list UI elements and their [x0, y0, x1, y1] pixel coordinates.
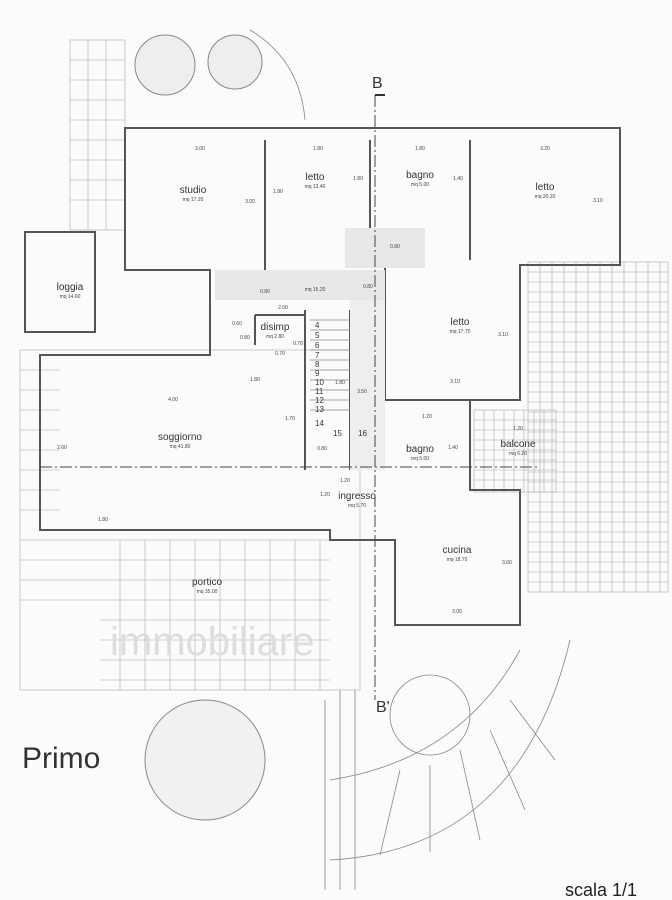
- step-label: 16: [358, 429, 367, 438]
- room-name: loggia: [57, 282, 84, 293]
- section-mark-bottom: B': [376, 699, 390, 716]
- dimension-label: 1.20: [340, 478, 350, 484]
- step-label: 10: [315, 378, 324, 387]
- dimension-label: 1.80: [273, 189, 283, 195]
- step-label: 14: [315, 419, 324, 428]
- dimension-label: 1.70: [285, 416, 295, 422]
- room-area: mq 20.20: [535, 194, 556, 200]
- dimension-label: 3.00: [452, 609, 462, 615]
- room-name: balcone: [500, 439, 535, 450]
- room-area: mq 5.00: [411, 182, 429, 188]
- dimension-label: 1.80: [335, 380, 345, 386]
- section-line: B B': [40, 75, 540, 716]
- dimension-label: 0.80: [390, 244, 400, 250]
- dimension-label: 1.80: [250, 377, 260, 383]
- room-name: cucina: [443, 545, 472, 556]
- step-label: 9: [315, 369, 320, 378]
- dimension-label: 0.80: [363, 284, 373, 290]
- dimension-label: 1.80: [98, 517, 108, 523]
- dimension-label: 1.20: [422, 414, 432, 420]
- trees: [134, 29, 306, 821]
- room-name: portico: [192, 577, 222, 588]
- room-area: mq 5.70: [348, 503, 366, 509]
- tiled-walkway: [19, 39, 361, 691]
- room-area: mq 41.80: [170, 444, 191, 450]
- step-label: 13: [315, 405, 324, 414]
- dimension-label: 3.00: [245, 199, 255, 205]
- room-area: mq 13.40: [305, 184, 326, 190]
- step-label: 6: [315, 341, 320, 350]
- dimension-label: 1.40: [448, 445, 458, 451]
- dimension-label: 3.10: [498, 332, 508, 338]
- section-mark-top: B: [372, 75, 383, 92]
- terrace-tiles: [473, 261, 669, 593]
- stair: [310, 319, 350, 411]
- dimension-label: 3.00: [502, 560, 512, 566]
- dimension-label: 1.20: [320, 492, 330, 498]
- step-label: 7: [315, 351, 320, 360]
- walls: [24, 127, 621, 626]
- dimension-label: 0.80: [260, 289, 270, 295]
- dimension-labels: 3.00 1.80 1.80 3.20 3.00 1.80 1.80 1.40 …: [57, 146, 603, 615]
- room-name: soggiorno: [158, 432, 202, 443]
- dimension-label: 3.10: [593, 198, 603, 204]
- step-label: 4: [315, 321, 320, 330]
- room-labels: studio mq 17.20 letto mq 13.40 bagno mq …: [57, 170, 556, 595]
- step-label: 5: [315, 331, 320, 340]
- room-area: mq 17.20: [183, 197, 204, 203]
- room-name: letto: [536, 182, 555, 193]
- room-name: ingresso: [338, 491, 376, 502]
- dimension-label: 3.10: [450, 379, 460, 385]
- scale-label: scala 1/1: [565, 880, 637, 900]
- spiral-staircase: [324, 639, 571, 890]
- dimension-label: 3.50: [357, 389, 367, 395]
- floor-title: Primo: [22, 742, 100, 775]
- room-area: mq 2.80: [266, 334, 284, 340]
- stair-numbers: 4 5 6 7 8 9 10 11 12 13 14 15 16: [315, 321, 367, 438]
- dimension-label: 4.00: [168, 397, 178, 403]
- room-name: letto: [306, 172, 325, 183]
- step-label: 12: [315, 396, 324, 405]
- room-name: letto: [451, 317, 470, 328]
- room-area: mq 15.20: [305, 287, 326, 293]
- step-label: 15: [333, 429, 342, 438]
- dimension-label: 1.80: [415, 146, 425, 152]
- dimension-label: 3.20: [540, 146, 550, 152]
- dimension-label: 1.80: [353, 176, 363, 182]
- corridor-hatch: [215, 228, 425, 470]
- room-area: mq 5.00: [411, 456, 429, 462]
- dimension-label: 0.80: [240, 335, 250, 341]
- dimension-label: 2.00: [278, 305, 288, 311]
- room-name: studio: [180, 185, 207, 196]
- room-area: mq 18.70: [447, 557, 468, 563]
- dimension-label: 3.00: [195, 146, 205, 152]
- dimension-label: 0.70: [293, 341, 303, 347]
- dimension-label: 1.40: [453, 176, 463, 182]
- room-name: bagno: [406, 444, 434, 455]
- step-label: 8: [315, 360, 320, 369]
- dimension-label: 0.60: [232, 321, 242, 327]
- dimension-label: 2.60: [57, 445, 67, 451]
- room-area: mq 14.60: [60, 294, 81, 300]
- step-label: 11: [315, 387, 324, 396]
- room-area: mq 35.00: [197, 589, 218, 595]
- room-area: mq 6.20: [509, 451, 527, 457]
- dimension-label: 1.80: [313, 146, 323, 152]
- watermark: immobiliare: [110, 620, 315, 664]
- dimension-label: 0.80: [317, 446, 327, 452]
- room-name: bagno: [406, 170, 434, 181]
- dimension-label: 0.70: [275, 351, 285, 357]
- room-name: disimp: [261, 322, 290, 333]
- room-area: mq 17.70: [450, 329, 471, 335]
- dimension-label: 1.20: [513, 426, 523, 432]
